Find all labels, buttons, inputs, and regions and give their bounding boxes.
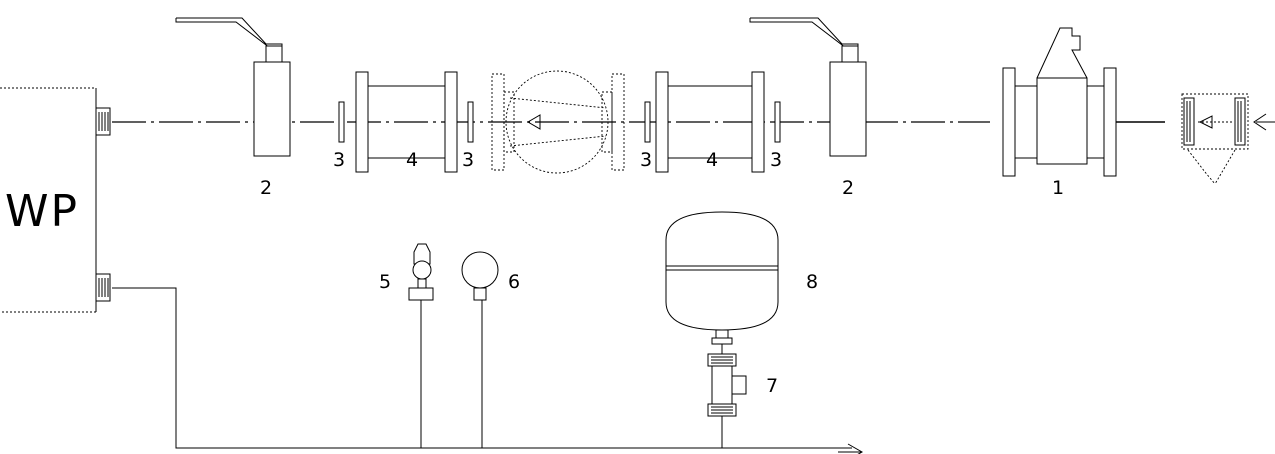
label-gasket-2: 3 bbox=[462, 149, 474, 171]
dirt-trap: 1 bbox=[1002, 27, 1117, 199]
expansion-vessel: 8 bbox=[665, 211, 818, 345]
shutoff-valve-left: 2 bbox=[175, 17, 291, 199]
return-pipe bbox=[112, 287, 864, 454]
air-vent: 5 bbox=[379, 243, 434, 448]
label-valve-left: 2 bbox=[260, 177, 272, 199]
label-air-vent: 5 bbox=[379, 271, 391, 293]
label-spool-right: 4 bbox=[706, 149, 718, 171]
heat-pump-label: WP bbox=[5, 186, 79, 237]
label-cap-valve: 7 bbox=[766, 375, 778, 397]
heat-pump-unit: WP bbox=[0, 87, 111, 313]
label-expansion-vessel: 8 bbox=[806, 271, 818, 293]
label-gasket-1: 3 bbox=[333, 149, 345, 171]
label-spool-left: 4 bbox=[406, 149, 418, 171]
label-gasket-3: 3 bbox=[640, 149, 652, 171]
gasket-3: 3 bbox=[640, 101, 652, 171]
label-valve-right: 2 bbox=[842, 177, 854, 199]
upper-connection bbox=[95, 107, 111, 136]
label-pressure-gauge: 6 bbox=[508, 271, 520, 293]
gasket-1: 3 bbox=[333, 101, 345, 171]
gasket-4: 3 bbox=[770, 101, 782, 171]
shutoff-valve-right: 2 bbox=[749, 17, 867, 199]
lower-connection bbox=[95, 273, 111, 302]
pressure-gauge: 6 bbox=[461, 251, 520, 448]
label-dirt-trap: 1 bbox=[1052, 177, 1064, 199]
spool-piece-left: 4 bbox=[355, 71, 458, 173]
spool-piece-right: 4 bbox=[655, 71, 765, 173]
label-gasket-4: 3 bbox=[770, 149, 782, 171]
inflow-arrow bbox=[1253, 113, 1275, 131]
strainer bbox=[1181, 93, 1249, 185]
gasket-2: 3 bbox=[462, 101, 474, 171]
cap-valve: 7 bbox=[707, 344, 778, 448]
flow-meter bbox=[491, 70, 625, 174]
